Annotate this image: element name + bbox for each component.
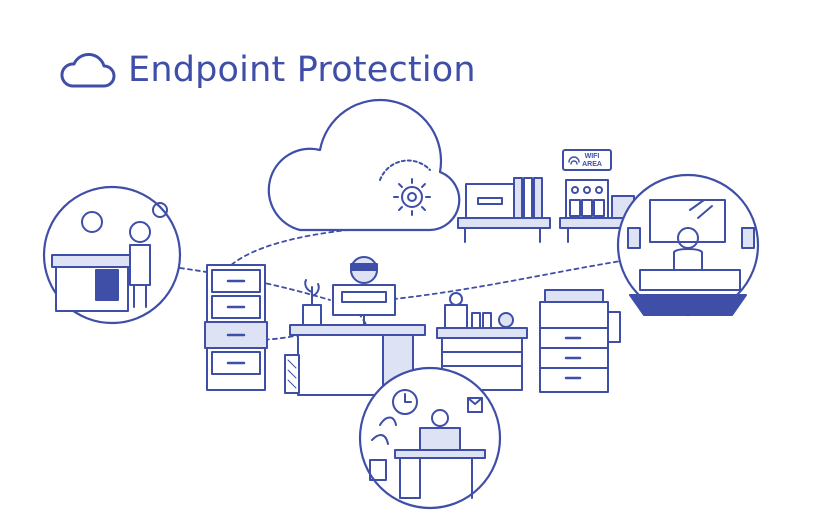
- cloud-icon: [60, 53, 116, 88]
- storage-shelf-left: [457, 177, 551, 243]
- lounge-circle: [616, 173, 760, 317]
- page-title: Endpoint Protection: [128, 50, 476, 90]
- page-header: Endpoint Protection: [58, 40, 476, 100]
- cloud-server-icon: [267, 98, 461, 232]
- storage-shelf-right: [559, 179, 639, 243]
- filing-cabinet: [204, 264, 268, 391]
- home-office-circle: [358, 366, 502, 510]
- main-desk: [284, 256, 426, 396]
- gear-icon: [393, 178, 431, 216]
- wifi-sign-line1: WIFI: [585, 153, 600, 160]
- printer-icon: [539, 289, 621, 393]
- wifi-sign-line2: AREA: [582, 161, 602, 168]
- reception-circle: [42, 185, 182, 325]
- wifi-area-sign: [562, 149, 612, 171]
